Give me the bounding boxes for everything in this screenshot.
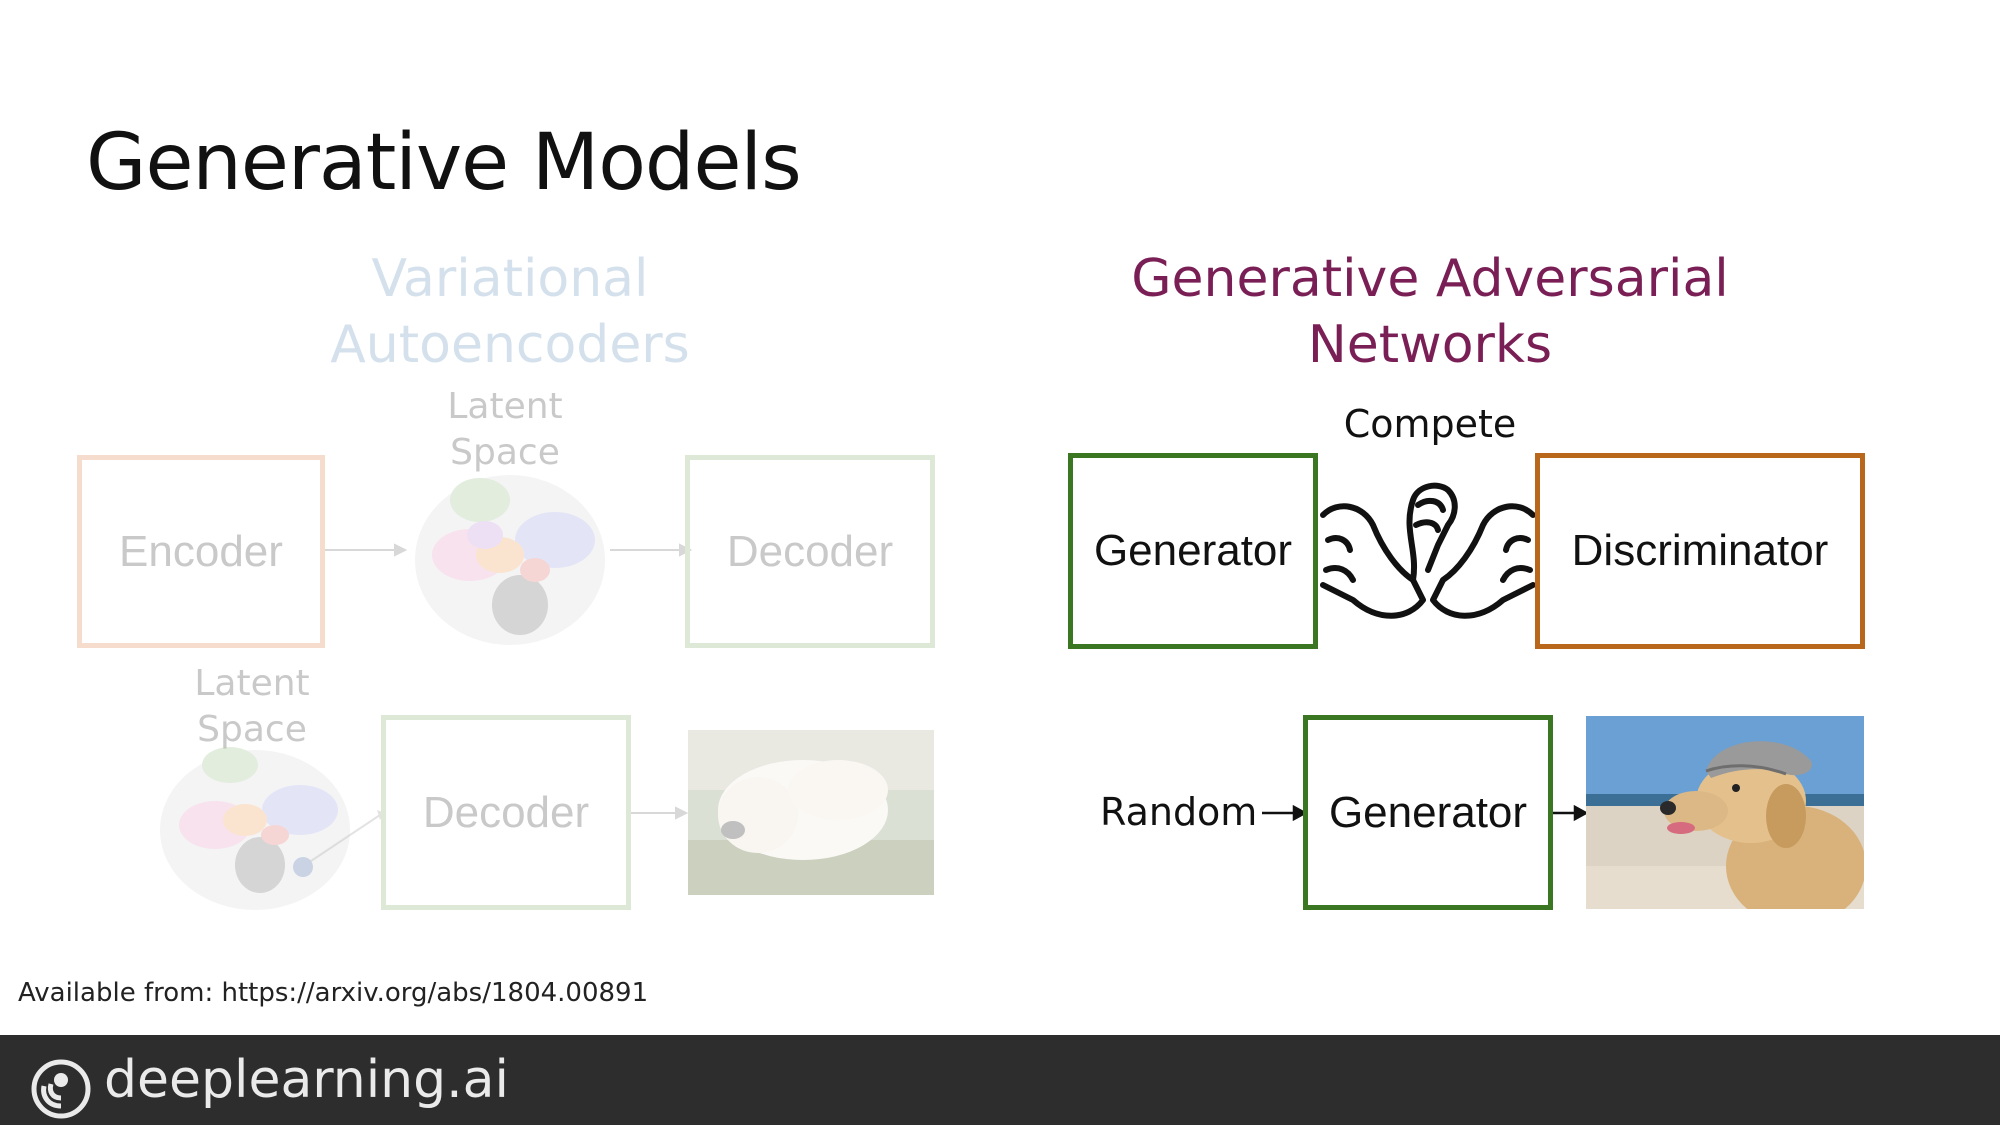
compete-label: Compete [1343, 402, 1517, 446]
decoder-label-bottom: Decoder [422, 787, 590, 837]
vae-heading: Variational Autoencoders [300, 246, 720, 378]
page-title: Generative Models [86, 118, 802, 208]
latent-space-label-top: Latent Space [420, 384, 590, 476]
latent-point-arrow [293, 810, 385, 877]
latent-label-line1: Latent [447, 386, 563, 427]
generator-label: Generator [1093, 526, 1293, 575]
vae-arrow-bottom [631, 806, 689, 820]
latent-space-label-bottom: Latent Space [167, 661, 337, 753]
arrow-right-icon [1262, 804, 1306, 822]
gan-heading-line1: Generative Adversarial [1131, 249, 1729, 309]
gan-heading: Generative Adversarial Networks [1100, 246, 1760, 378]
vae-output-dog-image [688, 730, 934, 895]
arrow-right-icon-2 [1553, 804, 1587, 822]
decoder-box-top: Decoder [685, 455, 935, 648]
discriminator-label: Discriminator [1571, 526, 1829, 575]
footer-brand[interactable]: deeplearning.ai [104, 1050, 509, 1110]
latent-scatter-top [415, 475, 605, 645]
deeplearning-logo-icon [31, 1059, 91, 1119]
vae-heading-line2: Autoencoders [330, 315, 690, 375]
vae-arrows-top [325, 543, 693, 557]
generator-box: Generator [1068, 453, 1318, 649]
decoder-label-top: Decoder [726, 526, 894, 576]
latent-label-line2: Space [450, 432, 560, 473]
latent-label-bottom-line2: Space [197, 709, 307, 750]
generator-box-bottom: Generator [1303, 715, 1553, 910]
vae-heading-line1: Variational [371, 249, 649, 309]
random-label: Random [1100, 790, 1258, 834]
encoder-box: Encoder [77, 455, 325, 648]
latent-scatter-bottom [160, 747, 350, 910]
gan-heading-line2: Networks [1307, 315, 1553, 375]
decoder-box-bottom: Decoder [381, 715, 631, 910]
gan-output-dog-image [1586, 716, 1864, 909]
generator-label-bottom: Generator [1328, 787, 1528, 837]
encoder-label: Encoder [119, 526, 283, 576]
latent-label-bottom-line1: Latent [194, 663, 310, 704]
arm-wrestling-icon [1320, 482, 1536, 619]
discriminator-box: Discriminator [1535, 453, 1865, 649]
footer-bar [0, 1035, 2000, 1125]
source-caption[interactable]: Available from: https://arxiv.org/abs/18… [18, 978, 649, 1008]
